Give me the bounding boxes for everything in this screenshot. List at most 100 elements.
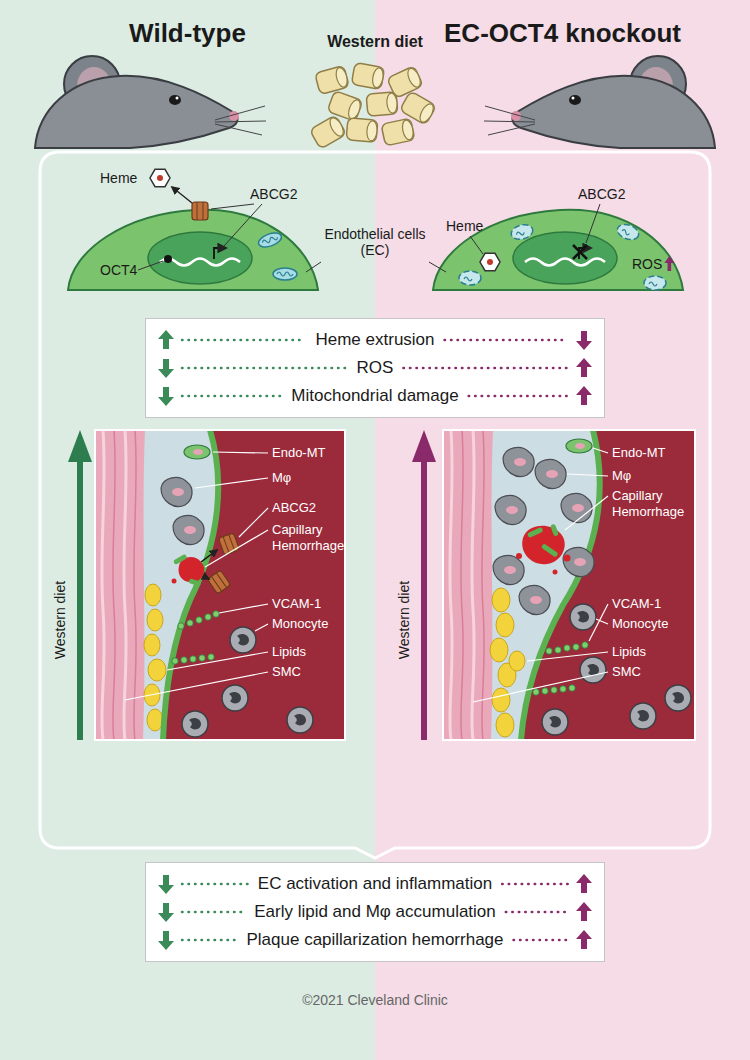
plaque-panel-left bbox=[230, 627, 256, 653]
endothelial-cell-left bbox=[211, 204, 254, 209]
plaque-panel-left bbox=[205, 530, 268, 567]
endothelial-cell-left bbox=[138, 261, 163, 270]
ec-leader-lines bbox=[306, 262, 446, 272]
plaque-panel-left bbox=[207, 570, 230, 594]
food-pellets bbox=[310, 115, 347, 149]
food-pellets bbox=[346, 118, 378, 143]
plaque-panel-right bbox=[573, 644, 579, 650]
plaque-panel-right bbox=[569, 685, 575, 691]
endothelial-cell-right bbox=[459, 271, 481, 285]
plaque-panel-left bbox=[196, 617, 202, 623]
plaque-panel-right bbox=[443, 430, 493, 740]
dotted-guide bbox=[182, 911, 244, 914]
food-pellets bbox=[366, 92, 398, 117]
callout-label: ABCG2 bbox=[578, 186, 625, 202]
plaque-panel-left bbox=[95, 430, 345, 740]
callout-label: Heme bbox=[100, 170, 137, 186]
mouse-left bbox=[169, 95, 181, 105]
western-diet-arrow-right bbox=[412, 430, 436, 740]
mouse-left bbox=[35, 56, 266, 148]
plaque-panel-right bbox=[665, 685, 691, 711]
mouse-right bbox=[572, 97, 575, 100]
endothelial-cell-right bbox=[470, 236, 483, 254]
plaque-panel-left bbox=[163, 430, 218, 740]
plaque-panel-left bbox=[287, 707, 313, 733]
plaque-panel-right bbox=[564, 645, 570, 651]
endothelial-cell-right bbox=[513, 232, 617, 284]
plaque-panel-right bbox=[551, 687, 557, 693]
endothelial-cell-left bbox=[257, 230, 284, 249]
plaque-panel-right bbox=[527, 527, 544, 538]
trend-arrow bbox=[158, 359, 174, 378]
plaque-panel-right bbox=[553, 570, 558, 575]
outcome-box: EC activation and inflammationEarly lipi… bbox=[145, 862, 605, 962]
mouse-left bbox=[215, 106, 266, 135]
axis-label: Western diet bbox=[396, 565, 412, 675]
callout-label: Lipids bbox=[612, 644, 646, 660]
comparison-text: Heme extrusion bbox=[315, 326, 434, 354]
plaque-panel-right bbox=[492, 688, 510, 712]
plaque-panel-left bbox=[201, 550, 217, 562]
mouse-left bbox=[176, 97, 179, 100]
food-pellets bbox=[351, 63, 384, 90]
callout-label: Lipids bbox=[272, 644, 306, 660]
plaque-panel-right bbox=[490, 588, 525, 737]
ec-leader-lines bbox=[306, 262, 321, 272]
plaque-panel-right bbox=[503, 447, 534, 476]
plaque-panel-left bbox=[195, 478, 268, 488]
plaque-panel-right bbox=[496, 713, 514, 737]
endothelial-cell-right bbox=[433, 204, 683, 290]
endothelial-cell-right bbox=[573, 245, 587, 259]
plaque-panel-left bbox=[187, 620, 193, 626]
plaque-panel-left bbox=[95, 430, 345, 740]
endothelial-cell-right bbox=[433, 210, 683, 290]
plaque-panel-right bbox=[596, 619, 608, 624]
endothelial-cell-right bbox=[470, 204, 600, 254]
dotted-guide bbox=[506, 911, 568, 914]
endothelial-cell-left bbox=[273, 268, 297, 280]
plaque-panel-left bbox=[203, 576, 209, 579]
trend-arrow bbox=[158, 387, 174, 406]
mouse-right bbox=[569, 95, 581, 105]
plaque-panel-right bbox=[443, 430, 695, 740]
endothelial-cell-left bbox=[172, 187, 192, 203]
comparison-row: ROS bbox=[146, 354, 604, 382]
endothelial-cell-right bbox=[586, 204, 600, 243]
callout-label: Mφ bbox=[272, 470, 291, 486]
mouse-right bbox=[484, 56, 715, 148]
plaque-panel-left bbox=[173, 554, 188, 565]
plaque-panel-right bbox=[582, 642, 588, 648]
plaque-panel-left bbox=[190, 656, 196, 662]
plaque-panel-left bbox=[218, 533, 239, 555]
plaque-panel-left bbox=[178, 623, 184, 629]
mouse-right bbox=[484, 106, 535, 135]
plaque-panel-right bbox=[542, 709, 568, 735]
plaque-panel-left bbox=[181, 657, 187, 663]
callout-label: Monocyte bbox=[272, 616, 328, 632]
plaque-panel-right bbox=[563, 547, 594, 576]
plaque-panel-left bbox=[173, 515, 204, 544]
plaque-panel-right bbox=[565, 496, 608, 530]
callout-label: ROS bbox=[632, 256, 662, 272]
endothelial-cell-left bbox=[224, 204, 262, 246]
plaque-panel-right bbox=[522, 526, 565, 564]
plaque-panel-right bbox=[570, 604, 596, 630]
food-pellets bbox=[315, 65, 350, 94]
callout-label: SMC bbox=[612, 664, 641, 680]
plaque-panel-left bbox=[140, 430, 218, 740]
endothelial-cell-right bbox=[573, 245, 587, 259]
plaque-panel-right bbox=[490, 638, 508, 662]
trend-arrow bbox=[576, 358, 592, 377]
mouse-right bbox=[488, 124, 535, 135]
comparison-row: Plaque capillarization hemorrhage bbox=[146, 926, 604, 954]
plaque-panel-left bbox=[222, 685, 248, 711]
plaque-panel-left bbox=[144, 634, 160, 656]
mouse-left bbox=[215, 106, 265, 120]
plaque-panel-right bbox=[443, 430, 695, 740]
plaque-panel-right bbox=[450, 430, 484, 740]
plaque-panel-left bbox=[199, 655, 205, 661]
western-diet-arrow-right bbox=[421, 460, 427, 740]
plaque-panel-right bbox=[593, 448, 608, 453]
callout-label: VCAM-1 bbox=[612, 596, 661, 612]
callout-label: Endo-MT bbox=[272, 445, 325, 461]
